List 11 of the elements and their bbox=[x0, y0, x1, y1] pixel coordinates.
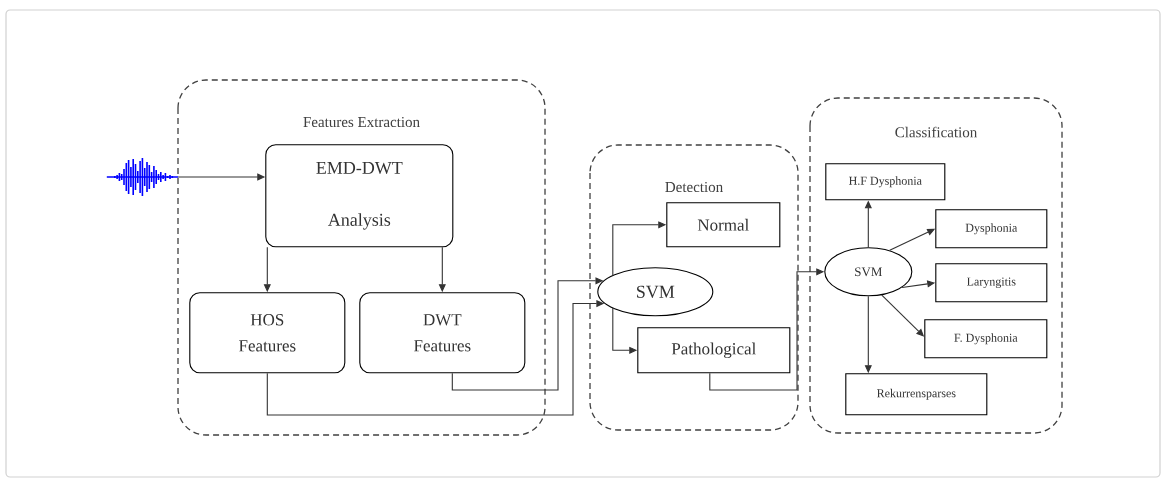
picture bbox=[106, 157, 179, 197]
process-box: HOS Features bbox=[189, 292, 346, 374]
result-box: Normal bbox=[666, 202, 781, 248]
result-box: Laryngitis bbox=[935, 263, 1048, 303]
process-box: EMD-DWT Analysis bbox=[265, 144, 454, 248]
result-box: H.F Dysphonia bbox=[825, 163, 946, 201]
result-box: Dysphonia bbox=[935, 209, 1048, 249]
result-box: F. Dysphonia bbox=[924, 319, 1048, 359]
process-box: DWT Features bbox=[359, 292, 526, 374]
result-box: Pathological bbox=[637, 327, 791, 374]
result-box: Rekurrensparses bbox=[845, 373, 988, 416]
